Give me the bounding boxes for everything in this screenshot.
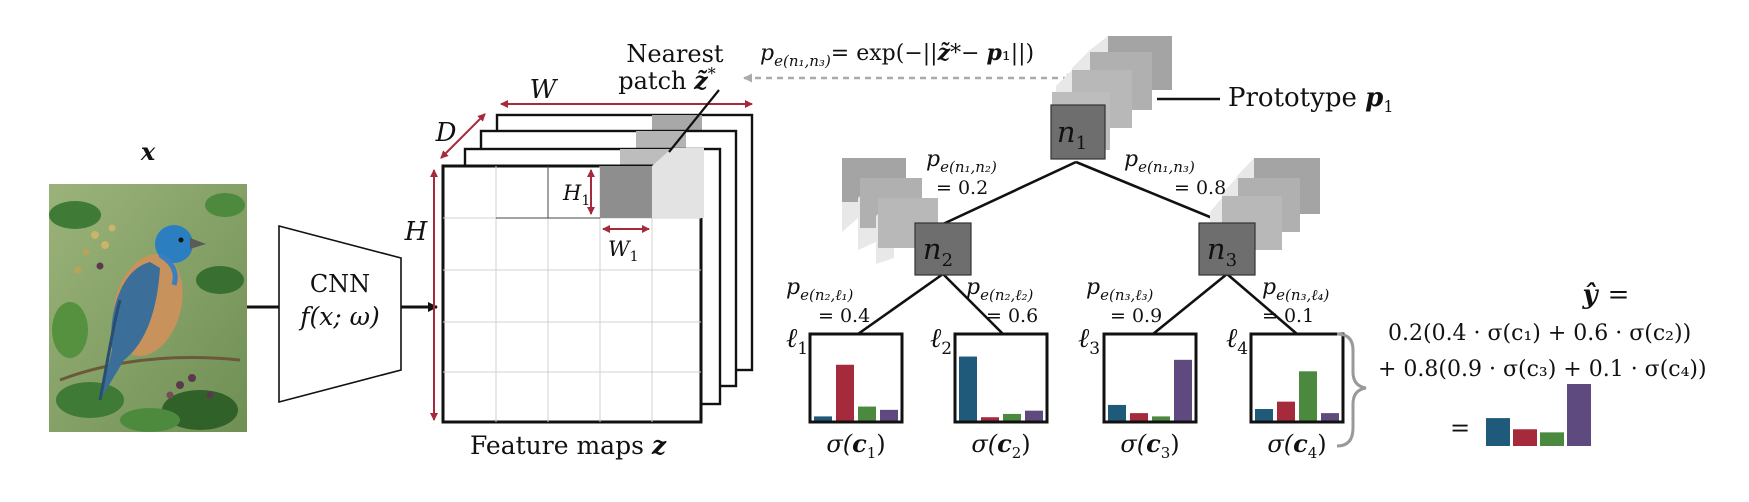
svg-text:pe(n₁,n₂): pe(n₁,n₂) (926, 147, 997, 176)
edge-label-n2-l1: pe(n₂,ℓ₁) = 0.4 (786, 275, 870, 327)
leaf-frame (1249, 332, 1345, 424)
prediction-bar-class-3 (1540, 432, 1564, 446)
edge-label-n3-l3: pe(n₃,ℓ₃) = 0.9 (1086, 275, 1162, 327)
tree-node-n3-label: n3 (1207, 232, 1237, 271)
prediction-line2: + 0.8(0.9 · σ(c₃) + 0.1 · σ(c₄)) (1378, 357, 1707, 382)
nearest-label-line1: Nearest (626, 40, 724, 68)
leaf-3: ℓ3 σ(c3) (1078, 323, 1198, 462)
prediction-result-eq: = (1450, 414, 1470, 442)
leaf-1-label: ℓ1 (786, 323, 808, 359)
leaf-2-bar-class-4 (1025, 410, 1043, 421)
svg-text:= 0.1: = 0.1 (1262, 305, 1314, 327)
feature-maps (441, 113, 754, 424)
leaf-3-bar-class-4 (1174, 359, 1192, 421)
leaf-2: ℓ2 σ(c2) (930, 323, 1049, 462)
edge-n1-n2 (942, 160, 1077, 226)
input-label: x (140, 137, 156, 166)
tree-node-n2-label: n2 (923, 232, 953, 271)
leaf-3-bar-class-3 (1152, 416, 1170, 421)
tree-node-n1-label: n1 (1057, 115, 1087, 154)
leaf-4-bar-class-2 (1277, 401, 1295, 421)
edge-n3-l4 (1226, 273, 1298, 335)
patch-depth-face (652, 148, 704, 218)
leaf-1-bar-class-4 (880, 409, 898, 421)
prediction-yhat: ŷ= (1582, 280, 1630, 310)
prediction-bar-class-2 (1513, 429, 1537, 446)
leaf-1: ℓ1 σ(c1) (786, 323, 904, 462)
dim-H-label: H (404, 217, 429, 247)
leaf-nodes: ℓ1 σ(c1) ℓ2 σ(c2) ℓ3 σ(c3) ℓ4 σ(c4) (786, 323, 1345, 462)
leaves-brace (1336, 332, 1367, 448)
leaf-4-distribution-label: σ(c4) (1267, 429, 1326, 462)
leaf-1-bar-class-2 (836, 364, 854, 421)
edge-label-n1-n3: pe(n₁,n₃) = 0.8 (1124, 147, 1226, 199)
svg-text:pe(n₁,n₃): pe(n₁,n₃) (1124, 147, 1195, 176)
svg-text:= 0.6: = 0.6 (986, 305, 1038, 327)
leaf-3-bar-class-1 (1108, 404, 1126, 421)
svg-text:pe(n₂,ℓ₁): pe(n₂,ℓ₁) (786, 275, 854, 304)
svg-text:= 0.9: = 0.9 (1110, 305, 1162, 327)
svg-text:pe(n₃,ℓ₄): pe(n₃,ℓ₄) (1262, 275, 1330, 304)
prototype-label: Prototype p1 (1228, 83, 1394, 116)
cnn-title: CNN (310, 270, 370, 298)
tree-node-n2 (914, 222, 972, 276)
prediction-line1: 0.2(0.4 · σ(c₁) + 0.6 · σ(c₂)) (1388, 321, 1691, 346)
edge-n2-l2 (942, 273, 1004, 335)
dim-D-arrow (440, 113, 486, 159)
nearest-pointer-line (668, 89, 720, 153)
edge-n2-l1 (857, 272, 944, 336)
bird-photo (49, 184, 247, 432)
leaf-3-distribution-label: σ(c3) (1120, 429, 1179, 462)
feature-map-grid-dark (496, 166, 600, 219)
leaf-4-bar-class-3 (1299, 371, 1317, 421)
cnn-block (278, 224, 402, 404)
leaf-2-distribution-label: σ(c2) (971, 429, 1030, 462)
similarity-formula: pe(n₁,n₃)= exp(−||z̃*− p₁||) (760, 40, 1034, 70)
tree-edges (857, 160, 1298, 336)
prediction-bar-class-1 (1486, 418, 1510, 446)
cnn-function: f(x; ω) (298, 302, 380, 331)
svg-text:pe(n₃,ℓ₃): pe(n₃,ℓ₃) (1086, 275, 1154, 304)
svg-text:= 0.8: = 0.8 (1174, 177, 1226, 199)
prediction-bar-class-4 (1567, 384, 1591, 446)
leaf-2-bar-class-3 (1003, 413, 1021, 421)
nearest-patch (600, 166, 652, 218)
tree-node-n1 (1050, 104, 1106, 160)
nearest-label-line2: patch z̃* (618, 64, 716, 95)
leaf-4-bar-class-4 (1321, 413, 1339, 421)
leaf-1-bar-class-1 (814, 416, 832, 421)
leaf-3-label: ℓ3 (1078, 323, 1100, 359)
edge-n3-l3 (1152, 272, 1228, 336)
leaf-1-bar-class-3 (858, 406, 876, 421)
leaf-2-bar-class-1 (959, 356, 977, 421)
svg-text:= 0.4: = 0.4 (818, 305, 870, 327)
leaf-1-distribution-label: σ(c1) (826, 429, 885, 462)
svg-text:pe(n₂,ℓ₂): pe(n₂,ℓ₂) (966, 275, 1034, 304)
prediction-result-bars (1486, 384, 1591, 446)
dim-H1-label: H1 (562, 181, 590, 209)
leaf-3-bar-class-2 (1130, 413, 1148, 421)
dim-W1-label: W1 (608, 237, 639, 265)
edge-label-n1-n2: pe(n₁,n₂) = 0.2 (926, 147, 997, 199)
leaf-frame (808, 332, 904, 424)
leaf-4-bar-class-1 (1255, 409, 1273, 421)
dim-D-label: D (435, 118, 457, 148)
edge-label-n2-l2: pe(n₂,ℓ₂) = 0.6 (966, 275, 1038, 327)
leaf-2-label: ℓ2 (930, 323, 952, 359)
leaf-4-label: ℓ4 (1226, 323, 1248, 359)
edge-n1-n3 (1075, 160, 1228, 226)
feature-maps-caption: Feature maps z (470, 431, 667, 460)
tree-node-n3 (1198, 222, 1256, 276)
dim-W-label: W (530, 75, 559, 105)
leaf-4: ℓ4 σ(c4) (1226, 323, 1345, 462)
edge-label-n3-l4: pe(n₃,ℓ₄) = 0.1 (1262, 275, 1330, 327)
leaf-2-bar-class-2 (981, 417, 999, 421)
svg-text:= 0.2: = 0.2 (936, 177, 988, 199)
